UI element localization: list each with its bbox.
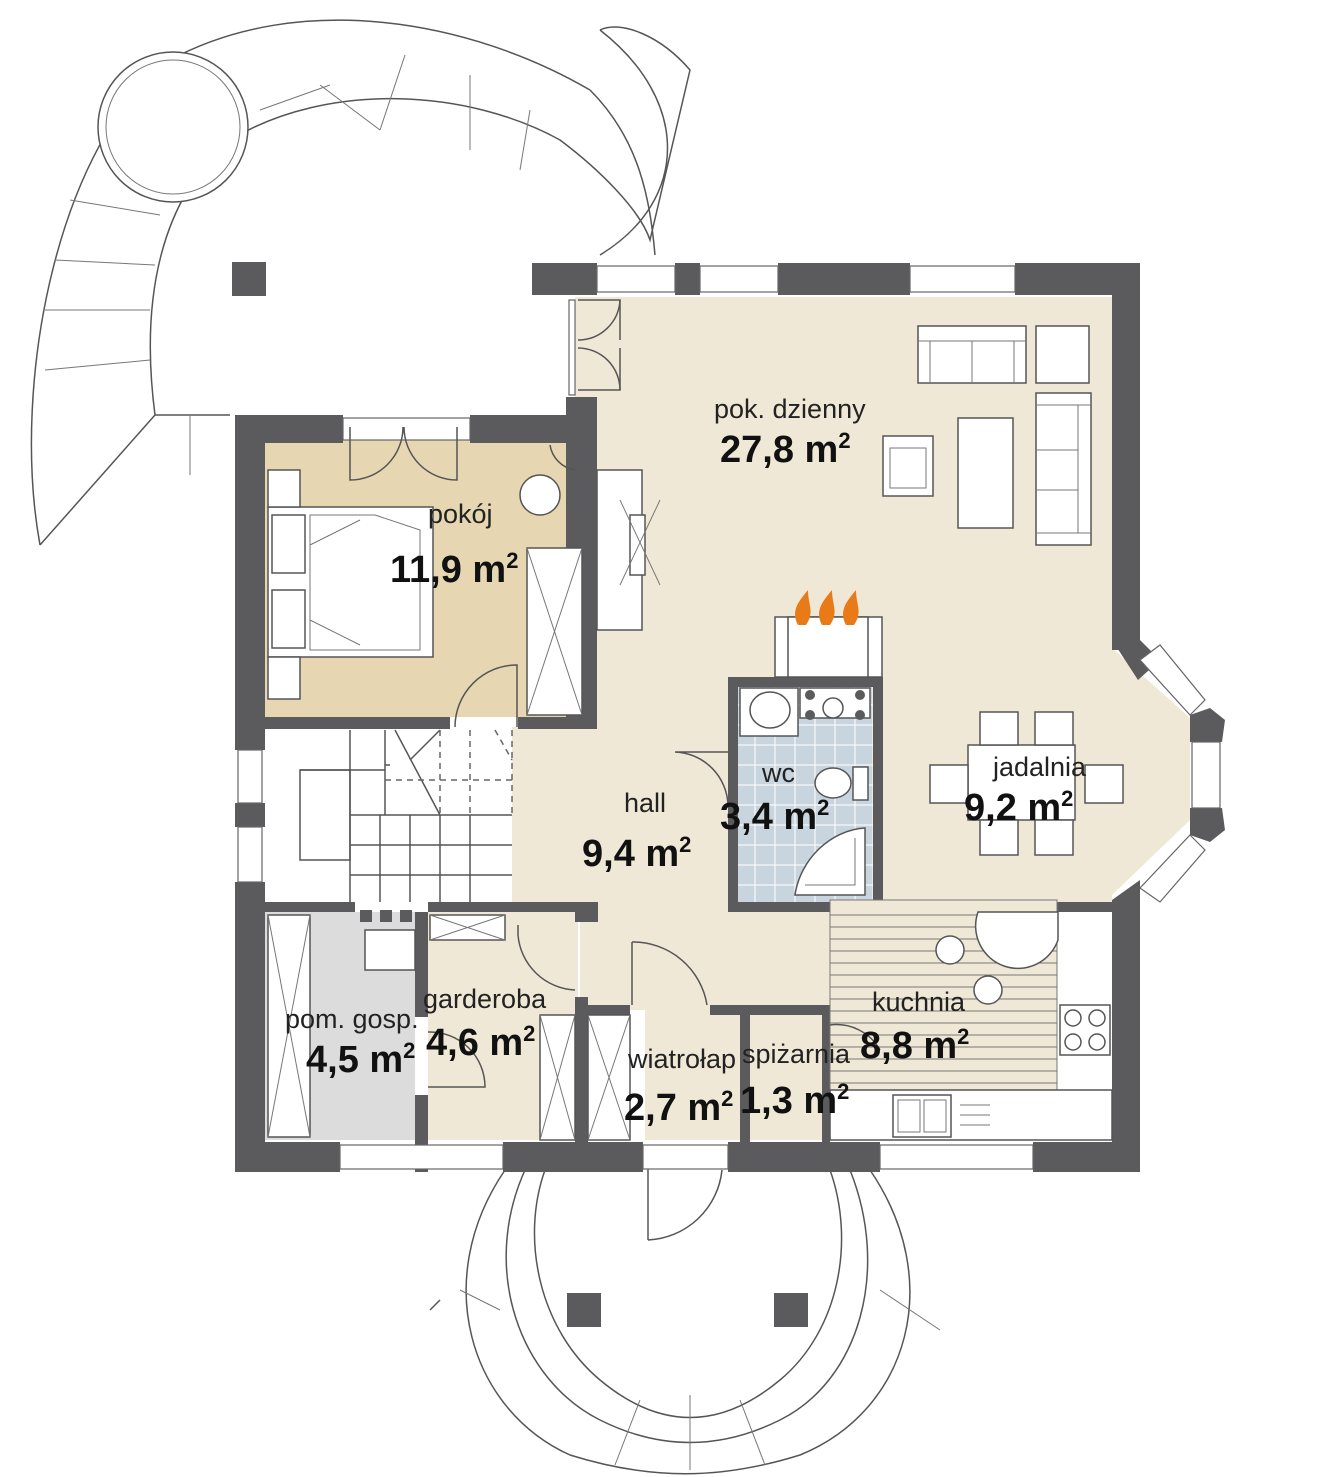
label-pokoj: pokój	[428, 499, 493, 529]
armchair-left	[882, 435, 934, 497]
room-labels: pok. dzienny 27,8 m2 pokój 11,9 m2 hall …	[285, 394, 1087, 1129]
area-hall: 9,4 m2	[582, 832, 691, 875]
terrace-pillar	[232, 262, 266, 296]
area-spizarnia: 1,3 m2	[740, 1079, 849, 1122]
staircase[interactable]	[299, 729, 513, 902]
label-wiatrolap: wiatrołap	[627, 1044, 736, 1074]
area-pokoj: 11,9 m2	[390, 548, 518, 591]
walls	[235, 263, 1225, 1172]
area-kuchnia: 8,8 m2	[860, 1024, 969, 1067]
area-garderoba: 4,6 m2	[426, 1021, 535, 1064]
dining-set	[929, 711, 1124, 856]
label-kuchnia: kuchnia	[872, 987, 966, 1017]
sofa-right	[1035, 392, 1092, 546]
label-pom-gosp: pom. gosp.	[285, 1004, 419, 1034]
label-wc: wc	[761, 758, 795, 788]
wc-fixtures	[674, 687, 873, 902]
terrace	[30, 19, 691, 546]
label-jadalnia: jadalnia	[992, 752, 1087, 782]
entrance-steps	[429, 1162, 941, 1475]
living-furniture	[577, 299, 1124, 856]
coffee-table	[957, 417, 1014, 529]
area-pok-dzienny: 27,8 m2	[720, 428, 851, 471]
fireplace	[774, 590, 883, 678]
label-hall: hall	[624, 788, 666, 818]
label-pok-dzienny: pok. dzienny	[714, 394, 866, 424]
label-garderoba: garderoba	[423, 984, 547, 1014]
terrace-column	[97, 51, 249, 203]
area-jadalnia: 9,2 m2	[964, 786, 1073, 829]
area-pom-gosp: 4,5 m2	[306, 1038, 415, 1081]
bedroom-furniture	[267, 426, 583, 728]
armchair	[1035, 325, 1090, 384]
utility-fixtures	[267, 910, 881, 1141]
kitchen-fixtures	[829, 899, 1113, 1141]
label-spizarnia: spiżarnia	[742, 1039, 851, 1069]
area-wc: 3,4 m2	[720, 795, 829, 838]
area-wiatrolap: 2,7 m2	[624, 1086, 733, 1129]
side-lamp	[519, 474, 561, 516]
